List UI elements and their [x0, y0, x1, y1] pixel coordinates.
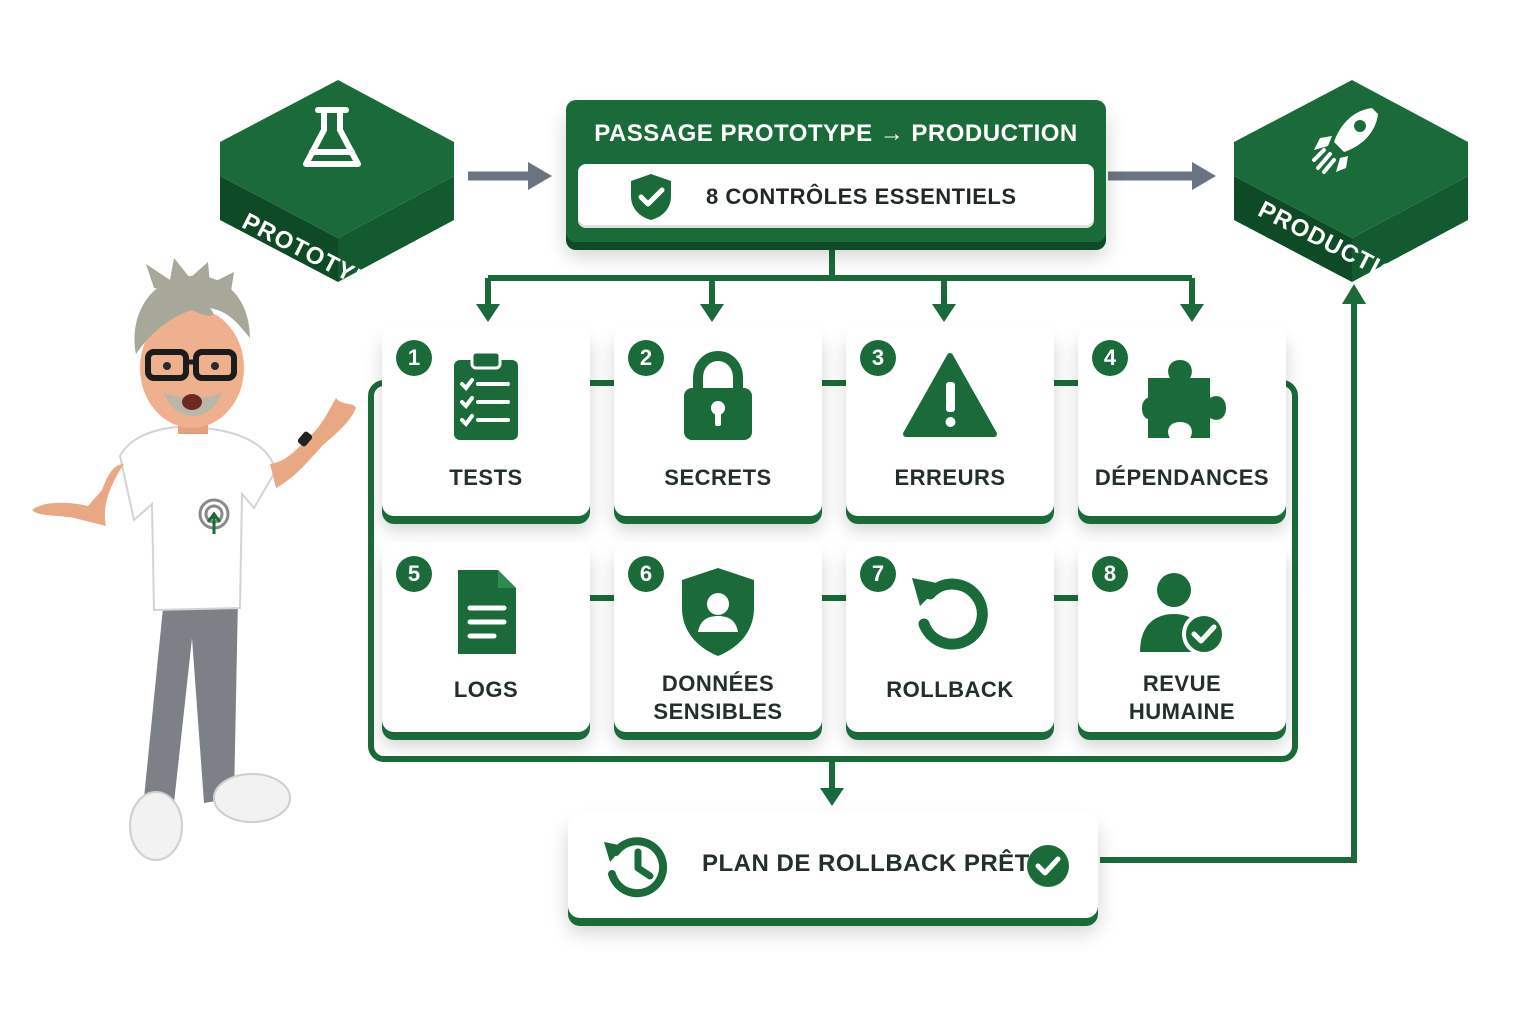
- rocket-icon: [1312, 108, 1378, 174]
- check-label: DÉPENDANCES: [1094, 465, 1270, 490]
- arrow-header-to-production: [1108, 162, 1216, 190]
- check-number-badge: 1: [396, 340, 432, 376]
- check-label-line2: SENSIBLES: [653, 699, 783, 724]
- check-card-tests: 1 TESTS: [382, 326, 590, 516]
- header-title: PASSAGE PROTOTYPE → PRODUCTION: [594, 120, 1078, 147]
- header-subtitle: 8 CONTRÔLES ESSENTIELS: [706, 184, 1017, 209]
- prototype-tile: [220, 80, 454, 282]
- production-tile: [1234, 80, 1468, 282]
- check-number-badge: 5: [396, 556, 432, 592]
- presenter-character: [32, 258, 356, 861]
- header-box: PASSAGE PROTOTYPE → PRODUCTION 8 CONTRÔL…: [566, 100, 1106, 242]
- check-number-badge: 8: [1092, 556, 1128, 592]
- check-number-badge: 4: [1092, 340, 1128, 376]
- check-label: SECRETS: [664, 465, 772, 490]
- check-label: LOGS: [453, 677, 519, 702]
- rollback-plan-box: PLAN DE ROLLBACK PRÊT: [568, 812, 1098, 918]
- padlock-icon: [684, 350, 752, 440]
- arrow-prototype-to-header: [468, 162, 552, 190]
- branch-arrows: [485, 244, 1357, 863]
- history-icon: [604, 837, 668, 898]
- shield-check-icon: [631, 174, 671, 220]
- check-number-badge: 3: [860, 340, 896, 376]
- check-number-badge: 6: [628, 556, 664, 592]
- rollback-plan-label: PLAN DE ROLLBACK PRÊT: [702, 850, 1030, 877]
- check-label: ERREURS: [894, 465, 1006, 490]
- check-card-revue-humaine: 8 REVUE HUMAINE: [1078, 542, 1286, 732]
- user-check-icon: [1140, 573, 1226, 656]
- flask-icon: [303, 107, 361, 167]
- check-label: TESTS: [449, 465, 523, 490]
- check-card-erreurs: 3 ERREURS: [846, 326, 1054, 516]
- warning-icon: [903, 353, 997, 437]
- check-circle-icon: [1027, 845, 1069, 887]
- header-subtitle-box: 8 CONTRÔLES ESSENTIELS: [578, 164, 1094, 228]
- check-card-rollback: 7 ROLLBACK: [846, 542, 1054, 732]
- check-label-line1: DONNÉES: [661, 671, 775, 696]
- check-number-badge: 7: [860, 556, 896, 592]
- check-label: ROLLBACK: [886, 677, 1014, 702]
- undo-arrow-icon: [912, 578, 988, 650]
- puzzle-icon: [1142, 360, 1226, 438]
- branch-arrowheads: [476, 284, 1366, 806]
- check-number-badge: 2: [628, 340, 664, 376]
- document-icon: [458, 570, 516, 654]
- check-card-donnees-sensibles: 6 DONNÉES SENSIBLES: [614, 542, 822, 732]
- check-card-secrets: 2 SECRETS: [614, 326, 822, 516]
- check-card-dependances: 4 DÉPENDANCES: [1078, 326, 1286, 516]
- shield-user-icon: [682, 568, 754, 656]
- check-label-line1: REVUE: [1142, 671, 1222, 696]
- clipboard-checklist-icon: [454, 350, 518, 440]
- check-card-logs: 5 LOGS: [382, 542, 590, 732]
- check-label-line2: HUMAINE: [1128, 699, 1236, 724]
